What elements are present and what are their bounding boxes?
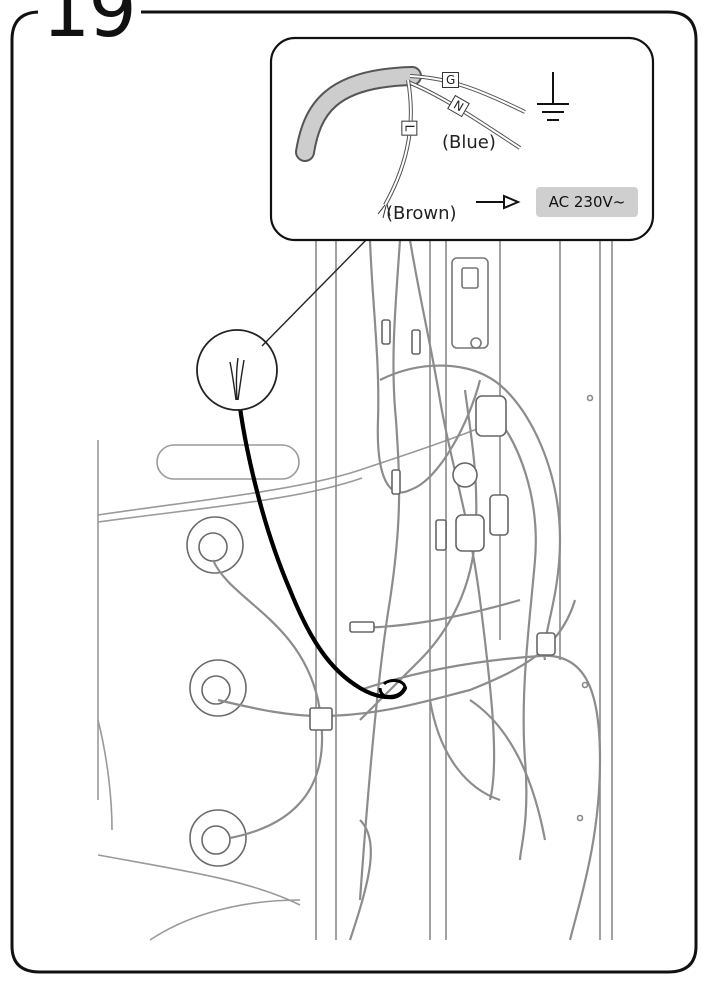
wire-tag-live: L (401, 120, 418, 136)
sensor-ports (186, 516, 247, 867)
callout-leader-line (261, 233, 373, 347)
supply-voltage-badge: AC 230V~ (536, 187, 638, 217)
cable-end-loop (378, 679, 407, 700)
panel-border (10, 10, 698, 974)
ground-symbol-icon (537, 72, 569, 121)
mounting-pillar (315, 240, 613, 940)
pipe-fittings (309, 319, 556, 731)
arrow-right-icon (476, 194, 521, 210)
brown-wire-label: (Brown) (386, 203, 457, 224)
unit-body-outline (97, 419, 501, 941)
terminal-box (451, 257, 489, 349)
power-cable (233, 367, 408, 700)
wiring-harness (211, 239, 602, 941)
step-number: 19 (38, 0, 141, 48)
blue-wire-label: (Blue) (442, 132, 496, 153)
callout-wire-ends (229, 357, 245, 401)
wire-tag-ground: G (442, 72, 460, 88)
